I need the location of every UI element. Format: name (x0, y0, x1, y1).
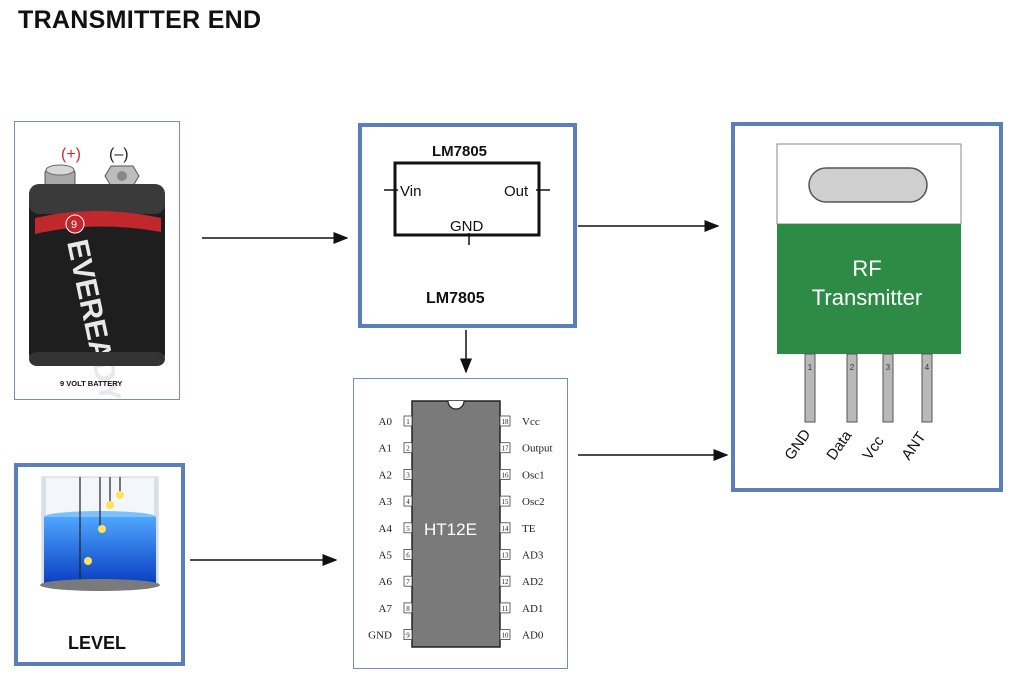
transmitter-pin (921, 353, 933, 423)
transmitter-pin-number: 1 (808, 363, 813, 372)
page-title: TRANSMITTER END (18, 6, 262, 34)
battery-minus-label: (–) (109, 146, 129, 163)
encoder-right-pin-number: 15 (502, 498, 510, 506)
transmitter-pin-number: 3 (886, 363, 891, 372)
encoder-right-pin-label: AD2 (522, 576, 543, 588)
encoder-right-pin (499, 602, 511, 614)
encoder-left-pin (403, 415, 413, 427)
encoder-chip: HT12E 1 A0 2 A1 3 A2 4 A3 5 A4 6 A5 7 A6 8 A7 9 GND 18 Vcc… (368, 400, 553, 648)
encoder-right-pin-label: AD1 (522, 603, 543, 615)
encoder-chip-name: HT12E (424, 520, 477, 539)
regulator-pin-gnd: GND (450, 218, 484, 235)
encoder-right-pin-number: 13 (502, 552, 510, 560)
encoder-left-pin-number: 5 (406, 525, 410, 533)
encoder-right-pin (499, 549, 511, 560)
regulator-name-bottom: LM7805 (426, 290, 485, 307)
encoder-right-pin (499, 469, 511, 480)
encoder-panel: HT12E 1 A0 2 A1 3 A2 4 A3 5 A4 6 A5 7 A6 8 A7 9 GND 18 Vcc… (353, 378, 568, 669)
encoder-right-pin-number: 16 (502, 471, 510, 479)
encoder-right-pin (499, 575, 511, 587)
encoder-left-pin-number: 8 (406, 605, 410, 613)
encoder-right-pin (499, 495, 511, 507)
encoder-right-pin-number: 11 (502, 605, 509, 613)
encoder-left-pin-label: A6 (379, 576, 393, 588)
encoder-left-pin-number: 2 (406, 445, 410, 453)
transmitter-pin (882, 353, 894, 423)
encoder-right-pin-label: Output (522, 443, 553, 455)
encoder-left-pin (403, 522, 413, 534)
regulator-panel: LM7805 Vin Out GND LM7805 (358, 123, 577, 328)
transmitter-line1: RF (852, 256, 881, 281)
encoder-left-pin-number: 4 (406, 498, 410, 506)
encoder-right-pin-number: 12 (502, 578, 510, 586)
encoder-left-pin-label: A7 (379, 603, 393, 615)
encoder-left-pin-label: A2 (379, 469, 392, 481)
encoder-left-pin-number: 3 (406, 471, 410, 479)
regulator-symbol: LM7805 Vin Out GND LM7805 (384, 143, 550, 307)
level-tank-image: LEVEL (40, 476, 160, 653)
transmitter-pin (804, 353, 816, 423)
encoder-left-pin (403, 629, 413, 641)
encoder-right-pin-label: TE (522, 523, 536, 535)
encoder-right-pin-label: Osc2 (522, 496, 545, 508)
encoder-left-pin-label: A4 (379, 523, 393, 535)
encoder-right-pin (499, 629, 511, 641)
transmitter-pin (846, 353, 858, 423)
encoder-left-pin-number: 9 (406, 632, 410, 640)
encoder-left-pin-label: A0 (379, 416, 393, 428)
transmitter-pin-number: 4 (925, 363, 930, 372)
encoder-right-pin-number: 10 (502, 632, 510, 640)
encoder-right-pin (499, 415, 511, 427)
encoder-left-pin (403, 575, 413, 587)
encoder-left-pin (403, 495, 413, 507)
encoder-right-pin-label: Vcc (522, 416, 540, 428)
encoder-left-pin (403, 469, 413, 480)
regulator-pin-out: Out (504, 183, 529, 200)
encoder-right-pin-number: 14 (502, 525, 510, 533)
regulator-pin-in: Vin (400, 183, 421, 200)
encoder-left-pin (403, 442, 413, 454)
encoder-right-pin-label: Osc1 (522, 469, 545, 481)
battery-plus-label: (+) (61, 146, 81, 163)
level-label: LEVEL (68, 633, 126, 653)
battery-logo-text: 9 (71, 219, 77, 231)
encoder-right-pin-label: AD0 (522, 630, 544, 642)
level-panel: LEVEL (14, 463, 185, 666)
encoder-right-pin-number: 17 (502, 445, 510, 453)
encoder-right-pin-label: AD3 (522, 550, 544, 562)
encoder-left-pin-label: GND (368, 630, 392, 642)
transmitter-line2: Transmitter (812, 285, 922, 310)
encoder-right-pin-number: 18 (502, 418, 510, 426)
encoder-left-pin-number: 6 (406, 552, 410, 560)
encoder-left-pin-label: A5 (379, 550, 393, 562)
encoder-left-pin-label: A3 (379, 496, 393, 508)
encoder-left-pin-label: A1 (379, 443, 392, 455)
encoder-left-pin-number: 1 (406, 418, 410, 426)
regulator-name-top: LM7805 (432, 143, 487, 160)
battery-caption: 9 VOLT BATTERY (60, 379, 122, 388)
transmitter-pin-number: 2 (850, 363, 855, 372)
encoder-left-pin-number: 7 (406, 578, 410, 586)
encoder-left-pin (403, 602, 413, 614)
encoder-right-pin (499, 442, 511, 454)
battery-panel: (+) (–) 9 EVEREADY 9 VOLT BATTERY (14, 121, 180, 405)
encoder-left-pin (403, 549, 413, 560)
encoder-right-pin (499, 522, 511, 534)
battery-image: (+) (–) 9 EVEREADY 9 VOLT BATTERY (29, 146, 165, 405)
